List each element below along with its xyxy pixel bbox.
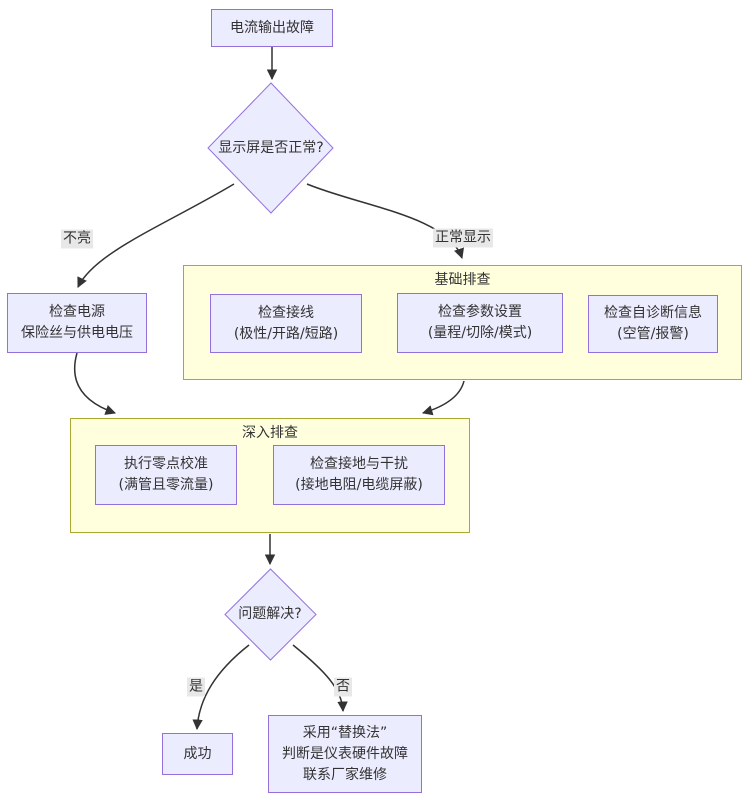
edge-check-power-to-deep-group <box>73 352 116 415</box>
node-check-selfdiag-line2: (空管/报警) <box>617 326 689 342</box>
group-deep-title: 深入排查 <box>242 425 298 441</box>
diamond-problem-solved-label: 问题解决? <box>238 606 302 622</box>
node-check-wiring-line1: 检查接线 <box>258 304 314 321</box>
node-check-params-line2: (量程/切除/模式) <box>427 325 533 341</box>
node-replacement-line2: 判断是仪表硬件故障 <box>282 745 408 762</box>
diamond-display-check-label: 显示屏是否正常? <box>218 140 324 156</box>
edge-label-no: 否 <box>334 677 352 697</box>
node-replacement: 采用“替换法” 判断是仪表硬件故障 联系厂家维修 <box>268 715 422 793</box>
edge-problem-solved-to-success <box>192 644 250 731</box>
node-start: 电流输出故障 <box>211 9 333 47</box>
edge-label-normal-display: 正常显示 <box>433 228 493 248</box>
edge-label-yes: 是 <box>187 677 205 697</box>
node-check-grounding: 检查接地与干扰 (接地电阻/电缆屏蔽) <box>273 445 445 505</box>
node-check-params-line1: 检查参数设置 <box>438 304 522 320</box>
node-check-grounding-line1: 检查接地与干扰 <box>310 456 408 472</box>
node-start-label: 电流输出故障 <box>230 19 314 36</box>
node-check-power: 检查电源 保险丝与供电电压 <box>7 293 147 353</box>
node-check-wiring: 检查接线 (极性/开路/短路) <box>210 294 362 353</box>
diamond-problem-solved <box>224 568 317 661</box>
diamond-display-check <box>207 82 334 214</box>
node-replacement-line1: 采用“替换法” <box>302 724 388 741</box>
group-basic-title: 基础排查 <box>434 272 491 288</box>
node-check-grounding-line2: (接地电阻/电缆屏蔽) <box>295 477 423 493</box>
node-check-params: 检查参数设置 (量程/切除/模式) <box>397 293 563 353</box>
node-check-power-line1: 检查电源 <box>49 304 105 320</box>
edge-basic-group-to-deep-group <box>421 380 465 416</box>
edge-display-check-to-check-power <box>77 183 235 288</box>
node-replacement-line3: 联系厂家维修 <box>303 766 387 783</box>
node-success: 成功 <box>162 733 233 775</box>
edge-label-not-lit: 不亮 <box>61 229 93 249</box>
node-zero-calibration: 执行零点校准 (满管且零流量) <box>95 445 237 505</box>
node-check-selfdiag-line1: 检查自诊断信息 <box>604 305 702 321</box>
node-check-wiring-line2: (极性/开路/短路) <box>233 325 339 342</box>
node-success-label: 成功 <box>183 745 212 762</box>
edge-problem-solved-to-replacement <box>292 644 348 713</box>
node-zero-calibration-line2: (满管且零流量) <box>118 477 214 493</box>
node-check-power-line2: 保险丝与供电电压 <box>21 325 133 341</box>
node-zero-calibration-line1: 执行零点校准 <box>124 456 208 472</box>
node-check-selfdiag: 检查自诊断信息 (空管/报警) <box>588 295 718 353</box>
